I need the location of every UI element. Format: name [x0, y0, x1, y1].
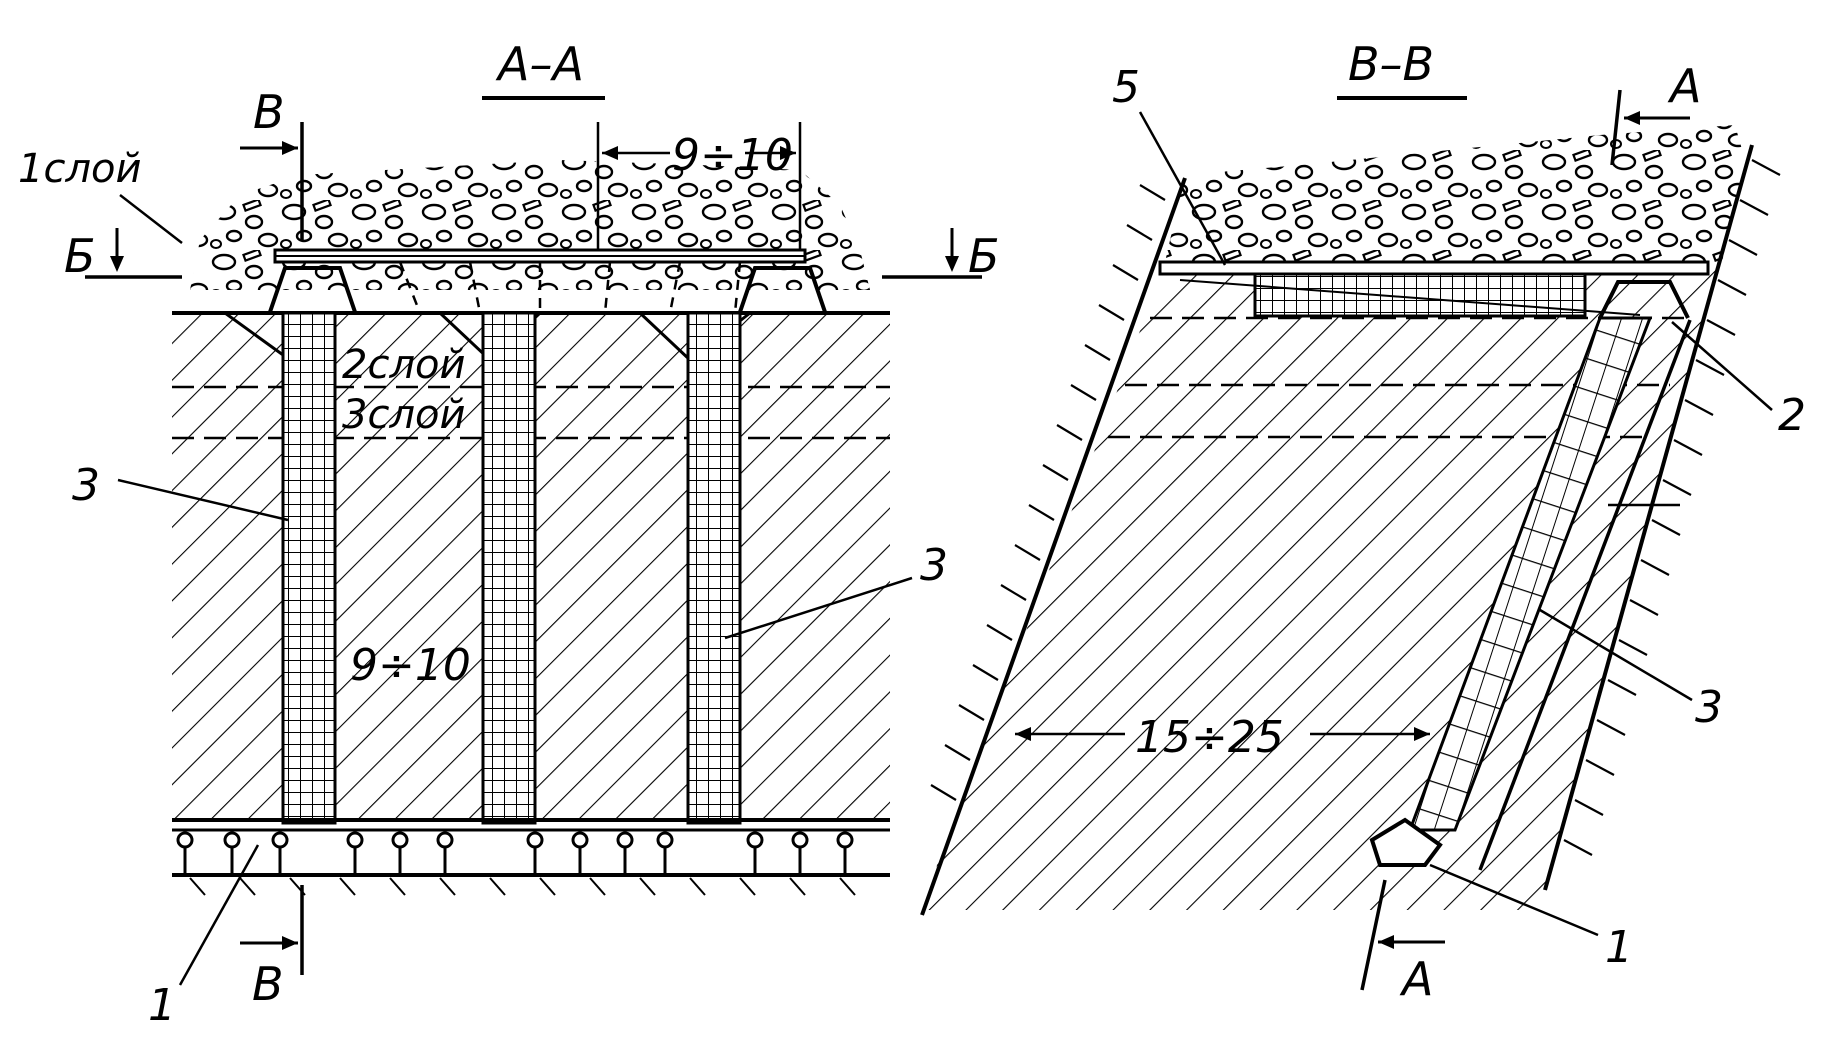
- drill-lines-left: [398, 261, 742, 314]
- raise-column-1: [281, 311, 337, 825]
- dim-spacing-mid: 9÷10: [350, 640, 471, 691]
- dim-spacing-top: 9÷10: [596, 122, 802, 250]
- callout-3-incline: 3: [1539, 608, 1723, 733]
- layer1-label: 1слой: [18, 146, 141, 192]
- cut-marker-a-top: А: [1610, 59, 1701, 166]
- svg-text:В: В: [252, 957, 284, 1011]
- callout-5: 5: [1112, 62, 1227, 266]
- dim-inclined-width: 15÷25: [1015, 712, 1430, 763]
- support-cap-3: [738, 266, 827, 313]
- svg-text:1: 1: [148, 980, 176, 1031]
- hangingwall-line: [1543, 144, 1754, 891]
- raise-column-2: [481, 311, 537, 825]
- svg-text:В: В: [253, 85, 285, 139]
- svg-text:15÷25: 15÷25: [1135, 712, 1284, 763]
- svg-text:Б: Б: [64, 229, 96, 283]
- chute: [1369, 817, 1443, 867]
- drift-rollers-left: [176, 831, 854, 875]
- cut-marker-a-bottom: А: [1360, 879, 1445, 1006]
- raise-column-3: [686, 311, 742, 825]
- callout-1-left: 1: [148, 844, 260, 1031]
- callout-3-left: 3: [72, 460, 289, 522]
- layer2-label: 2слой: [342, 342, 465, 388]
- svg-text:5: 5: [1112, 62, 1140, 113]
- callout-3-right: 3: [724, 540, 948, 640]
- svg-text:А: А: [1399, 952, 1433, 1006]
- svg-text:9÷10: 9÷10: [672, 130, 793, 181]
- callout-2: 2: [1671, 321, 1806, 441]
- cut-marker-v-top: В: [240, 85, 304, 240]
- section-v-v: В–В А А 15÷25 5: [920, 37, 1806, 1006]
- sublevel-drift: [1253, 272, 1587, 318]
- svg-text:3: 3: [72, 460, 100, 511]
- roof-planking-right: [1158, 260, 1710, 276]
- cut-marker-b-left: Б: [64, 228, 182, 283]
- svg-text:2: 2: [1778, 390, 1806, 441]
- support-cap-right: [1598, 280, 1690, 319]
- svg-text:3: 3: [1695, 682, 1723, 733]
- callout-1-right: 1: [1429, 863, 1633, 973]
- cut-marker-b-right: Б: [882, 228, 1000, 283]
- section-v-v-title: В–В: [1348, 37, 1434, 91]
- cut-marker-v-bottom: В: [240, 885, 304, 1011]
- svg-text:3: 3: [920, 540, 948, 591]
- inclined-raise: [1407, 316, 1653, 832]
- section-a-a-title: А–А: [495, 37, 584, 91]
- footwall-line: [920, 177, 1187, 916]
- svg-text:А: А: [1667, 59, 1701, 113]
- svg-text:1: 1: [1605, 922, 1633, 973]
- section-a-a: А–А В В Б Б 1слой: [18, 37, 1000, 1031]
- rock-mass-right: [920, 265, 1720, 910]
- layer3-label: 3слой: [342, 392, 465, 438]
- svg-text:Б: Б: [968, 229, 1000, 283]
- support-cap-1: [268, 266, 357, 313]
- broken-ore-pile-right: [1165, 125, 1745, 262]
